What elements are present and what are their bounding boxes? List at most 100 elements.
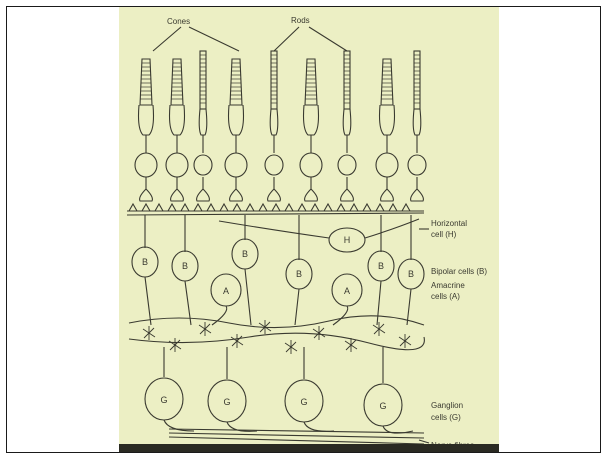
receptor-nucleus (376, 153, 398, 177)
ganglion-cell-letter: G (223, 397, 230, 407)
bipolar-axon (245, 269, 251, 325)
rod-inner-segment (270, 109, 278, 135)
cone-outer-segment (171, 59, 183, 105)
synapse-triangle (311, 204, 319, 211)
outer-plexiform-line (127, 213, 424, 215)
synaptic-terminal (140, 177, 153, 201)
rods-pointer-line (274, 27, 347, 51)
synapse-triangle (168, 204, 176, 211)
cone-outer-segment (381, 59, 393, 105)
ganglion-cells-label-line1: Ganglion (431, 401, 463, 410)
receptor-nucleus (225, 153, 247, 177)
receptor-nucleus (300, 153, 322, 177)
cone-outer-segment (140, 59, 152, 105)
cone-inner-segment (170, 105, 185, 135)
ganglion-axon (304, 422, 334, 431)
horizontal-cell-label-line2: cell (H) (431, 230, 457, 239)
synapse-triangle (272, 204, 280, 211)
synapse-triangle (129, 204, 137, 211)
synaptic-knot (399, 334, 411, 348)
bipolar-cell-letter: B (242, 249, 248, 259)
synapse-triangle (324, 204, 332, 211)
cone-outer-segment (230, 59, 242, 105)
cone-inner-segment (304, 105, 319, 135)
rod-inner-segment (413, 109, 421, 135)
bipolar-cell-letter: B (408, 269, 414, 279)
bipolar-cell-letter: B (142, 257, 148, 267)
synaptic-knot (143, 326, 155, 340)
rods-label: Rods (291, 16, 310, 25)
synapse-triangle (402, 204, 410, 211)
amacrine-process (333, 306, 348, 325)
cones-label: Cones (167, 17, 190, 26)
synapse-triangle (376, 204, 384, 211)
amacrine-cells-label-line2: cells (A) (431, 292, 460, 301)
synapse-triangle (246, 204, 254, 211)
rod-inner-segment (343, 109, 351, 135)
ganglion-cells-label-line2: cells (G) (431, 413, 461, 422)
cones-pointer-line (153, 27, 239, 51)
synapse-triangle (298, 204, 306, 211)
bipolar-axon (295, 289, 299, 325)
synaptic-terminal (381, 177, 394, 201)
slide-bottom-edge (119, 444, 499, 452)
bipolar-cell-letter: B (378, 261, 384, 271)
synapse-triangle (285, 204, 293, 211)
synapse-triangle (363, 204, 371, 211)
synapse-triangle (207, 204, 215, 211)
ganglion-cell-letter: G (300, 397, 307, 407)
synaptic-knot (199, 322, 211, 336)
bipolar-axon (145, 277, 151, 325)
receptor-nucleus (135, 153, 157, 177)
rod-outer-segment (200, 51, 206, 109)
bipolar-cells-label: Bipolar cells (B) (431, 267, 487, 276)
synapse-triangle (142, 204, 150, 211)
bipolar-cell-letter: B (182, 261, 188, 271)
cone-inner-segment (380, 105, 395, 135)
retina-layers-diagram: Cones Rods Horizontal cell (H) Bipolar c… (119, 7, 499, 452)
inner-plexiform-band (129, 316, 424, 328)
synapse-triangle (259, 204, 267, 211)
amacrine-cell-letter: A (223, 286, 229, 296)
synapse-triangle (181, 204, 189, 211)
synaptic-terminal (230, 177, 243, 201)
synaptic-knot (231, 334, 243, 348)
receptor-nucleus (166, 153, 188, 177)
cone-inner-segment (139, 105, 154, 135)
ganglion-cell-letter: G (379, 401, 386, 411)
synapse-triangle (233, 204, 241, 211)
amacrine-cell-letter: A (344, 286, 350, 296)
receptor-nucleus (338, 155, 356, 175)
rod-outer-segment (271, 51, 277, 109)
nerve-label-pointer (419, 440, 429, 443)
receptor-nucleus (408, 155, 426, 175)
synapse-triangle (155, 204, 163, 211)
bipolar-axon (377, 281, 381, 325)
synaptic-knot (169, 338, 181, 352)
synaptic-terminal (305, 177, 318, 201)
synaptic-terminal (171, 177, 184, 201)
synaptic-knot (285, 340, 297, 354)
synaptic-terminal (411, 177, 424, 201)
horizontal-cell-letter: H (344, 235, 351, 245)
synapse-triangle (337, 204, 345, 211)
synaptic-terminal (341, 177, 354, 201)
cone-inner-segment (229, 105, 244, 135)
rod-inner-segment (199, 109, 207, 135)
rod-outer-segment (414, 51, 420, 109)
synapse-triangle (389, 204, 397, 211)
receptor-nucleus (265, 155, 283, 175)
nerve-fibre-line (169, 437, 424, 444)
synaptic-knot (313, 326, 325, 340)
horizontal-cell-label-line1: Horizontal (431, 219, 467, 228)
nerve-fibre-line (169, 433, 424, 438)
retina-diagram-slide: Cones Rods Horizontal cell (H) Bipolar c… (119, 7, 499, 452)
rod-outer-segment (344, 51, 350, 109)
synaptic-knot (373, 322, 385, 336)
synaptic-terminal (268, 177, 281, 201)
ganglion-cell-letter: G (160, 395, 167, 405)
receptor-nucleus (194, 155, 212, 175)
horizontal-cell-process (219, 219, 419, 238)
cone-outer-segment (305, 59, 317, 105)
synapse-triangle (194, 204, 202, 211)
